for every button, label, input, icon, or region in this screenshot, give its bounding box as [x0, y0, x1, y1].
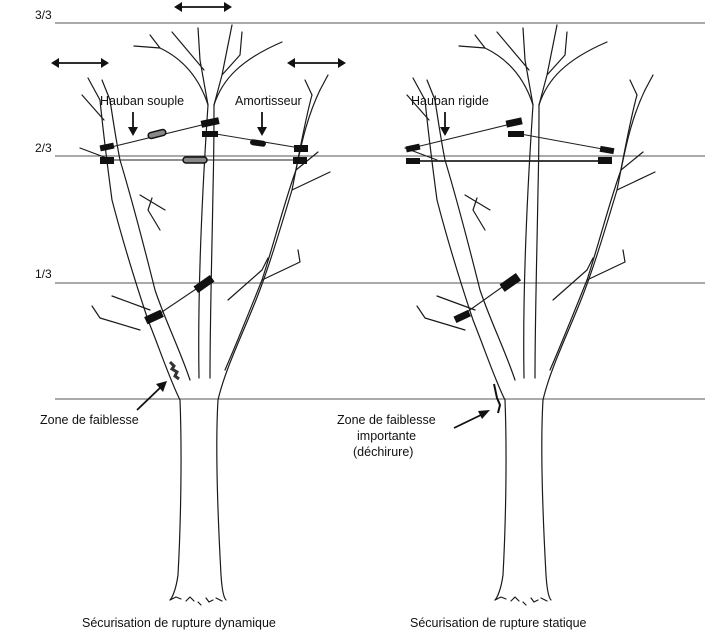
- arrow-weak-zone: [136, 385, 163, 411]
- clamp: [599, 145, 615, 155]
- clamp: [499, 272, 522, 292]
- rigid-cable-upper-left: [411, 122, 516, 149]
- right-callouts: Hauban rigide Zone de faiblesse importan…: [337, 94, 490, 459]
- clamp: [406, 158, 420, 164]
- arrowhead: [128, 127, 138, 136]
- clamp: [202, 131, 218, 137]
- callout-damper: Amortisseur: [235, 94, 302, 108]
- clamp: [293, 157, 307, 164]
- callout-weak-zone-line2: importante: [357, 429, 416, 443]
- arrowhead: [478, 410, 490, 419]
- clamp: [453, 309, 471, 324]
- left-callouts: Hauban souple Amortisseur Zone de faible…: [40, 94, 302, 427]
- rigid-cable-upper-right: [514, 132, 609, 151]
- caption-dynamic: Sécurisation de rupture dynamique: [82, 616, 276, 630]
- arrowhead: [440, 127, 450, 136]
- clamp: [144, 309, 164, 325]
- callout-weak-zone-line3: (déchirure): [353, 445, 413, 459]
- double-arrow-icon: [51, 58, 109, 68]
- caption-static: Sécurisation de rupture statique: [410, 616, 587, 630]
- double-arrow-icon: [174, 2, 232, 12]
- callout-weak-zone: Zone de faiblesse: [40, 413, 139, 427]
- arrowhead: [257, 127, 267, 136]
- level-label-2-3: 2/3: [35, 141, 52, 155]
- clamp: [100, 157, 114, 164]
- clamp: [193, 274, 215, 294]
- left-tree: [79, 24, 331, 606]
- clamp: [598, 157, 612, 164]
- sway-arrows: [51, 2, 346, 68]
- callout-rigid-cable: Hauban rigide: [411, 94, 489, 108]
- level-label-1-3: 1/3: [35, 267, 52, 281]
- callout-flexible-cable: Hauban souple: [100, 94, 184, 108]
- arrowhead: [156, 381, 167, 392]
- clamp: [508, 131, 524, 137]
- clamp: [294, 145, 308, 152]
- damper-dark: [250, 139, 266, 147]
- arrow-weak-zone-right: [453, 413, 484, 429]
- level-label-3-3: 3/3: [35, 8, 52, 22]
- right-tree: [404, 24, 656, 606]
- right-cabling: [405, 117, 615, 414]
- callout-weak-zone-line1: Zone de faiblesse: [337, 413, 436, 427]
- clamp: [505, 117, 523, 128]
- tear-mark: [493, 383, 502, 414]
- weak-zone-mark: [168, 360, 180, 381]
- damper: [147, 128, 167, 140]
- damper: [182, 156, 208, 164]
- double-arrow-icon: [287, 58, 346, 68]
- clamp: [99, 142, 115, 152]
- clamp: [200, 117, 220, 128]
- left-cabling: [99, 117, 308, 381]
- clamp: [405, 143, 421, 153]
